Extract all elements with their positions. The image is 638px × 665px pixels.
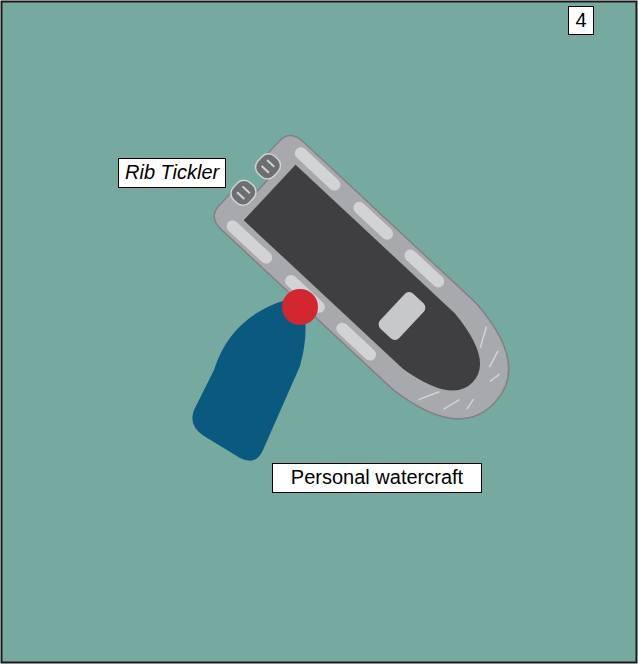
collision-point xyxy=(282,289,318,325)
outboard-engine xyxy=(252,150,284,183)
console xyxy=(376,290,428,343)
tube-pad xyxy=(334,320,379,363)
part-label: Rib Tickler xyxy=(118,158,226,188)
outboard-engine xyxy=(227,176,259,209)
callout-number: 4 xyxy=(568,6,594,35)
tube-pad xyxy=(351,199,396,242)
tube-pad xyxy=(224,218,275,266)
part-label: Personal watercraft xyxy=(272,463,482,493)
engine-detail xyxy=(237,160,274,199)
bow-seams xyxy=(418,326,517,428)
tube-pad xyxy=(402,247,447,290)
personal-watercraft xyxy=(192,300,305,461)
tube-pad xyxy=(292,145,343,193)
